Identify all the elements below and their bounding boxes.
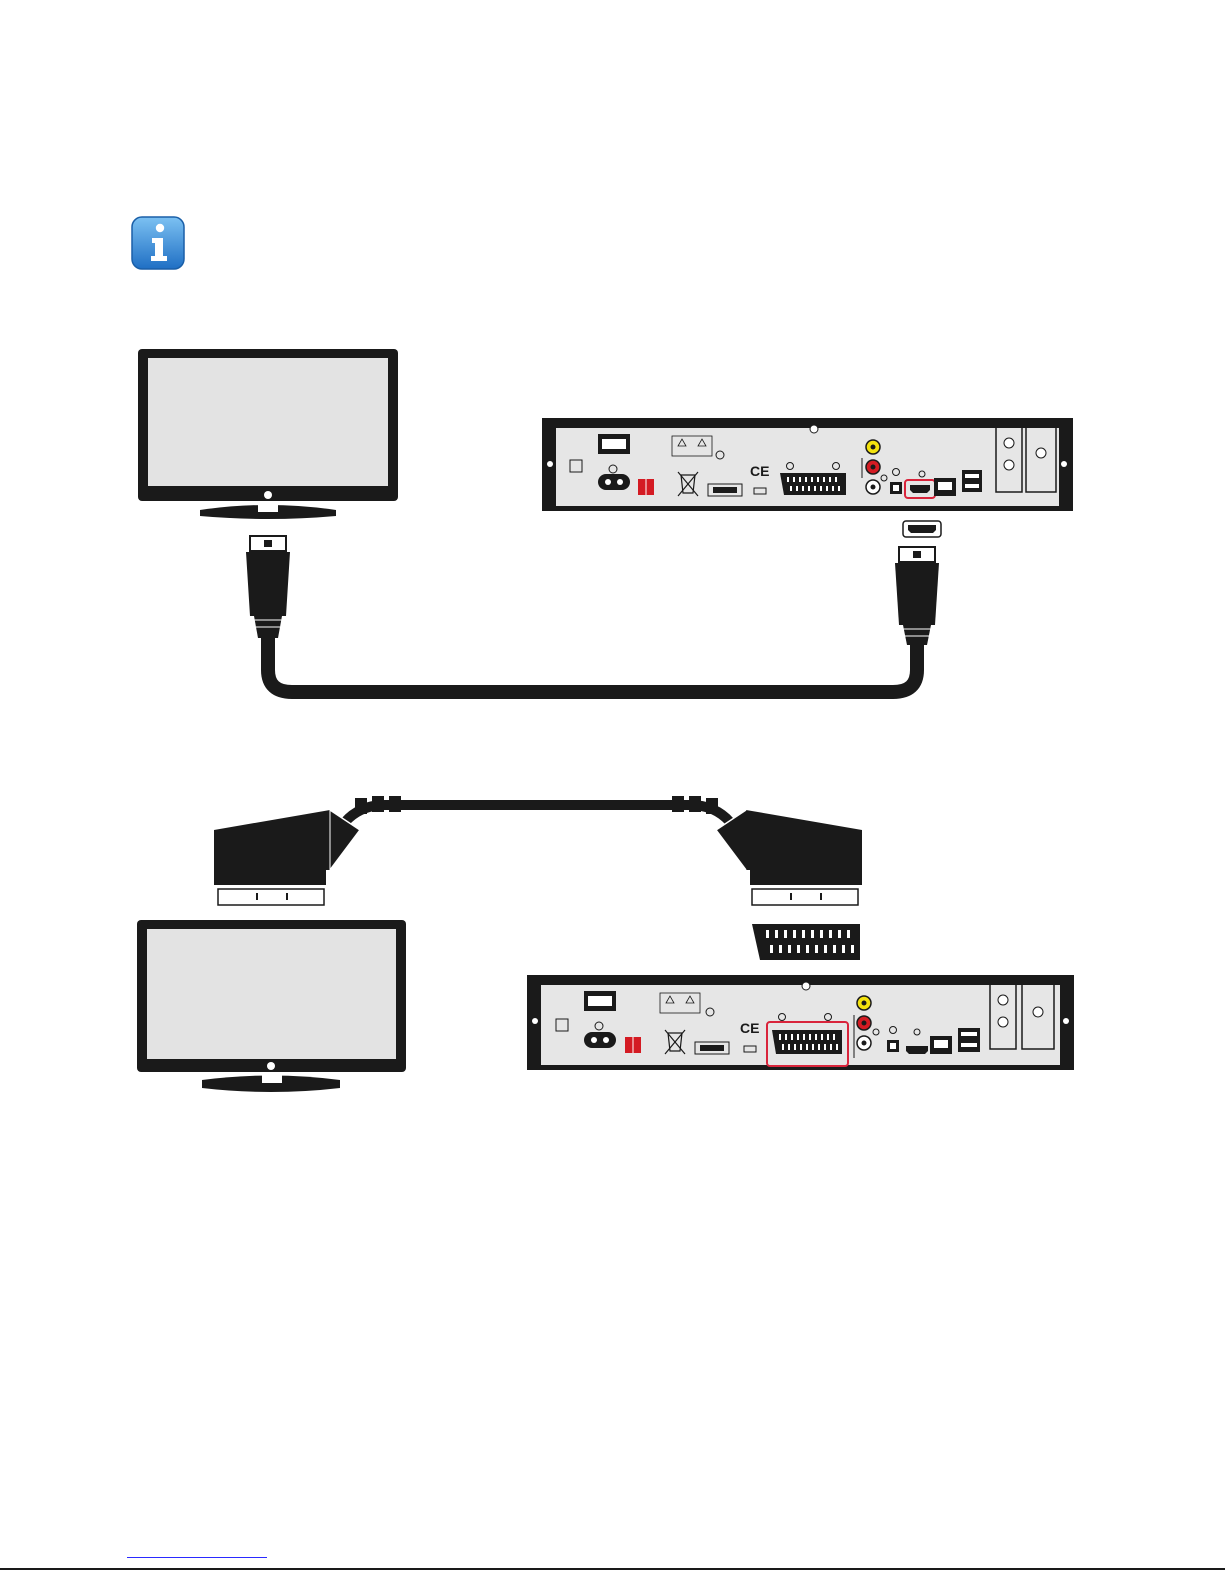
hdmi-socket-callout bbox=[903, 521, 941, 537]
hdmi-cable bbox=[246, 536, 939, 692]
receiver-back-panel: CE bbox=[542, 418, 1073, 511]
hdmi-port-icon bbox=[906, 1046, 928, 1054]
info-icon bbox=[131, 216, 185, 270]
usb-ports-icon bbox=[958, 1028, 980, 1052]
tuner-in-icon bbox=[1004, 438, 1014, 448]
hdmi-port-icon bbox=[910, 485, 930, 493]
scart-port-icon bbox=[772, 1030, 842, 1054]
footer-link-underline[interactable] bbox=[127, 1557, 267, 1558]
scart-socket-callout bbox=[752, 924, 860, 960]
power-socket-icon bbox=[584, 1032, 616, 1048]
ce-mark: CE bbox=[740, 1020, 759, 1036]
scart-cable bbox=[214, 796, 862, 905]
tuner-out-icon bbox=[1004, 460, 1014, 470]
receiver-back-panel: CE bbox=[527, 975, 1074, 1070]
ce-mark: CE bbox=[750, 463, 769, 479]
lnb-in-icon bbox=[1033, 1007, 1043, 1017]
tuner-out-icon bbox=[998, 1017, 1008, 1027]
hdmi-connection-diagram: CE bbox=[0, 330, 1225, 710]
tv-illustration bbox=[137, 920, 406, 1092]
power-socket-icon bbox=[598, 474, 630, 490]
tv-illustration bbox=[138, 349, 398, 519]
tuner-in-icon bbox=[998, 995, 1008, 1005]
scart-port-icon bbox=[780, 473, 846, 495]
footer-rule bbox=[0, 1568, 1225, 1570]
scart-connection-diagram: CE bbox=[0, 780, 1225, 1110]
usb-ports-icon bbox=[962, 470, 982, 492]
lnb-in-icon bbox=[1036, 448, 1046, 458]
